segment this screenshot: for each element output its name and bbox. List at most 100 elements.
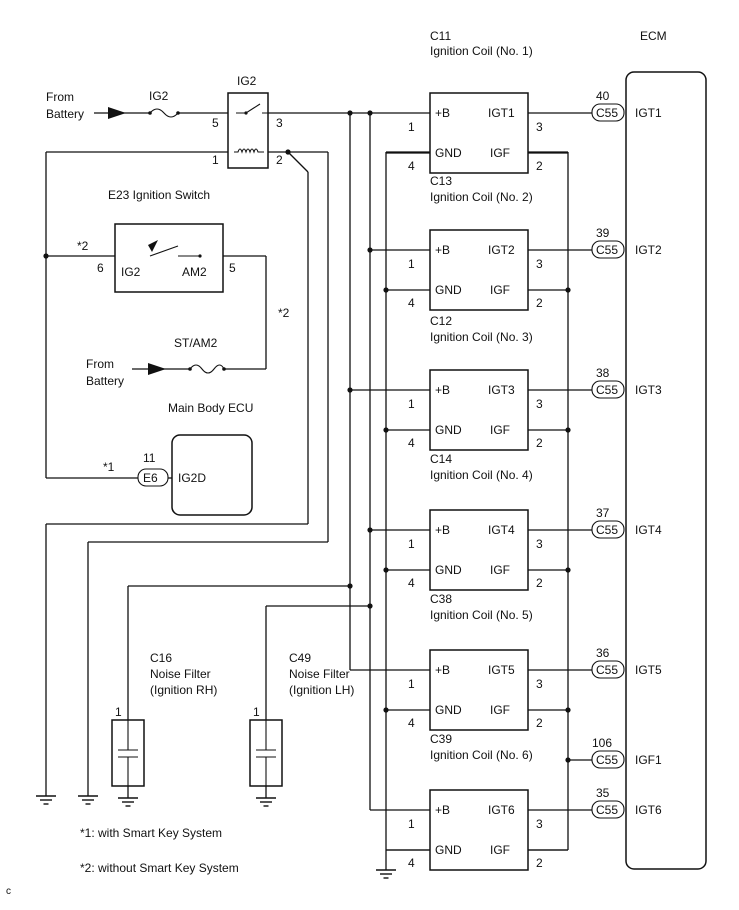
igf-pin-number: 106: [592, 736, 612, 750]
ground-icon: [255, 797, 277, 807]
coil-box: [429, 789, 529, 871]
coil-plus-b-label: +B: [435, 383, 450, 397]
c16-title: C16: [150, 651, 172, 665]
coil-name: Ignition Coil (No. 3): [430, 330, 533, 344]
c55-connector-label: C55: [596, 383, 618, 397]
coil-igf-label: IGF: [490, 146, 510, 160]
coil-pin-igf: 2: [536, 296, 543, 310]
c55-connector-label: C55: [596, 523, 618, 537]
ig2-fuse-label: IG2: [149, 89, 169, 103]
corner-mark: c: [6, 886, 11, 897]
c55-connector-label: C55: [596, 106, 618, 120]
coil-igf-label: IGF: [490, 283, 510, 297]
ecm-igt-label: IGT4: [635, 523, 662, 537]
coil-pin-b: 1: [408, 677, 415, 691]
c49-title: C49: [289, 651, 311, 665]
c16-line2: Noise Filter: [150, 667, 211, 681]
coil-pin-gnd: 4: [408, 576, 415, 590]
igf-connector-label: C55: [596, 753, 618, 767]
c55-connector: [591, 520, 625, 539]
from-battery-1a: From: [46, 90, 74, 104]
coil-igt-label: IGT3: [488, 383, 515, 397]
coil-box: [429, 509, 529, 591]
coil-pin-b: 1: [408, 817, 415, 831]
coil-igt-label: IGT1: [488, 106, 515, 120]
ecm-igt-label: IGT2: [635, 243, 662, 257]
ecm-box: [625, 71, 707, 870]
coil-gnd-label: GND: [435, 563, 462, 577]
from-battery-2a: From: [86, 357, 114, 371]
coil-pin-gnd: 4: [408, 856, 415, 870]
relay-pin-5: 5: [212, 116, 219, 130]
switch-am2: AM2: [182, 265, 207, 279]
ground-icon: [117, 797, 139, 807]
ground-icon: [375, 869, 397, 879]
ecm-pin-number: 39: [596, 226, 610, 240]
from-battery-2b: Battery: [86, 374, 124, 388]
coil-plus-b-label: +B: [435, 523, 450, 537]
c55-connector: [591, 240, 625, 259]
coil-pin-igf: 2: [536, 159, 543, 173]
c55-connector: [591, 380, 625, 399]
coil-code: C39: [430, 732, 452, 746]
c55-connector-label: C55: [596, 803, 618, 817]
ig2-relay-box: [227, 92, 269, 169]
st-am2-fuse-label: ST/AM2: [174, 336, 218, 350]
coil-gnd-label: GND: [435, 283, 462, 297]
coil-pin-gnd: 4: [408, 436, 415, 450]
note-2b: *2: [278, 306, 290, 320]
coil-pin-b: 1: [408, 120, 415, 134]
c55-connector-label: C55: [596, 663, 618, 677]
coil-pin-b: 1: [408, 257, 415, 271]
coil-plus-b-label: +B: [435, 663, 450, 677]
relay-pin-1: 1: [212, 153, 219, 167]
ecm-pin-number: 35: [596, 786, 610, 800]
switch-contact-icon: [149, 245, 200, 257]
coil-pin-b: 1: [408, 537, 415, 551]
coil-box: [429, 369, 529, 451]
ignition-switch-title: E23 Ignition Switch: [108, 188, 210, 202]
igf-connector: [591, 750, 625, 769]
coil-pin-igf: 2: [536, 436, 543, 450]
c49-line3: (Ignition LH): [289, 683, 354, 697]
coil-pin-igt: 3: [536, 257, 543, 271]
main-body-ecu-label: Main Body ECU: [168, 401, 253, 415]
coil-igt-label: IGT2: [488, 243, 515, 257]
note-2a: *2: [77, 239, 89, 253]
ecm-pin-number: 40: [596, 89, 610, 103]
coil-name: Ignition Coil (No. 6): [430, 748, 533, 762]
coil-igf-label: IGF: [490, 843, 510, 857]
ecm-pin-number: 38: [596, 366, 610, 380]
ecm-pin-number: 36: [596, 646, 610, 660]
coil-code: C11: [430, 29, 451, 43]
ig2d-label: IG2D: [178, 471, 206, 485]
coil-pin-gnd: 4: [408, 716, 415, 730]
coil-name: Ignition Coil (No. 2): [430, 190, 533, 204]
coil-name: Ignition Coil (No. 5): [430, 608, 533, 622]
coil-pin-igt: 3: [536, 120, 543, 134]
switch-ig2: IG2: [121, 265, 141, 279]
ig2-relay-label: IG2: [237, 74, 257, 88]
ecm-igt-label: IGT1: [635, 106, 662, 120]
coil-igf-label: IGF: [490, 563, 510, 577]
coil-box: [429, 649, 529, 731]
coil-igf-label: IGF: [490, 703, 510, 717]
switch-pin-5: 5: [229, 261, 236, 275]
ecm-title: ECM: [640, 29, 667, 43]
ground-icon: [35, 795, 57, 805]
coil-gnd-label: GND: [435, 423, 462, 437]
relay-coil-icon: [234, 148, 264, 154]
coil-plus-b-label: +B: [435, 243, 450, 257]
coil-box: [429, 229, 529, 311]
relay-pin-2: 2: [276, 153, 283, 167]
coil-code: C13: [430, 174, 452, 188]
coil-igt-label: IGT6: [488, 803, 515, 817]
e6-connector-label: E6: [143, 471, 158, 485]
c55-connector: [591, 103, 625, 122]
switch-pin-6: 6: [97, 261, 104, 275]
